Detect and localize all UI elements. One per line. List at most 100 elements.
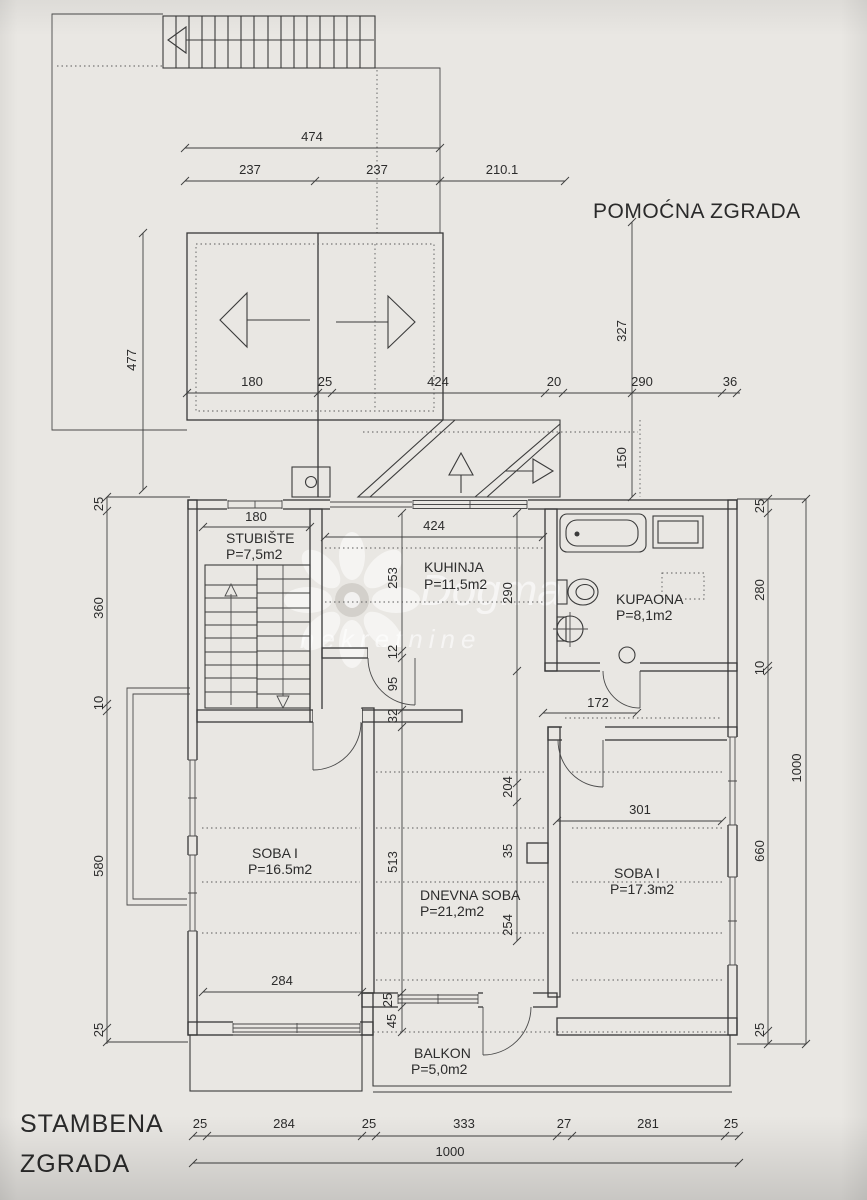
bathroom-fixtures <box>553 513 705 664</box>
dim-site-total: 474 <box>301 129 323 144</box>
dim-stairs-width: 180 <box>245 509 267 524</box>
dim-kb: 12 <box>385 645 400 659</box>
room-kuhinja-area: P=11,5m2 <box>424 576 487 592</box>
dim-kg: 45 <box>384 1014 399 1028</box>
exterior-stairs <box>162 15 376 69</box>
window <box>397 992 479 1008</box>
dimension-ticks <box>102 143 811 1168</box>
window <box>227 499 283 510</box>
window <box>187 759 198 837</box>
watermark-flower-icon <box>284 532 420 668</box>
dim-kc: 95 <box>385 677 400 691</box>
dim-b7: 25 <box>724 1116 738 1131</box>
bathtub <box>559 513 647 553</box>
dim-right-c2: 280 <box>752 579 767 601</box>
dim-kd: 32 <box>385 709 400 723</box>
dim-ke: 513 <box>385 851 400 873</box>
dim-hc: 35 <box>500 844 515 858</box>
room-kuhinja-name: KUHINJA <box>424 559 485 575</box>
dim-yard-height: 327 <box>614 320 629 342</box>
residential-building-title-line1: STAMBENA <box>20 1110 164 1138</box>
entry-door <box>330 499 412 510</box>
dim-left-c1: 25 <box>91 497 106 511</box>
window <box>187 854 198 932</box>
window <box>232 1021 361 1036</box>
room-stubiste-name: STUBIŠTE <box>226 530 294 546</box>
dim-right-c3: 10 <box>752 661 767 675</box>
dim-left-c2: 360 <box>91 597 106 619</box>
room-kupaona-area: P=8,1m2 <box>616 607 673 623</box>
ramp-up-arrow-icon <box>448 451 474 493</box>
room-kupaona-name: KUPAONA <box>616 591 684 607</box>
garage <box>186 232 444 497</box>
dim-top-s1: 20 <box>547 374 561 389</box>
dim-top-s2: 290 <box>631 374 653 389</box>
dimension-lines <box>102 143 811 1168</box>
dim-bottom-total: 1000 <box>436 1144 465 1159</box>
dim-kitchen-width: 424 <box>423 518 445 533</box>
dim-right-c1: 25 <box>752 499 767 513</box>
dim-garage-w1: 180 <box>241 374 263 389</box>
auxiliary-building-title: POMOĆNA ZGRADA <box>593 200 801 223</box>
room-soba-left-name: SOBA I <box>252 845 298 861</box>
dim-left-c4: 580 <box>91 855 106 877</box>
dim-right-c5: 25 <box>752 1023 767 1037</box>
room-labels: STUBIŠTE P=7,5m2 KUHINJA P=11,5m2 KUPAON… <box>226 530 684 1077</box>
dim-b3: 25 <box>362 1116 376 1131</box>
dim-soba-r-w: 301 <box>629 802 651 817</box>
dim-soba-l-w: 284 <box>271 973 293 988</box>
watermark-text-1: Dogma <box>420 566 562 615</box>
dimension-labels: 474 237 237 210.1 477 327 150 180 25 424… <box>91 129 804 1159</box>
watermark: Dogma nekretnine <box>284 532 562 668</box>
bay-window <box>126 687 190 906</box>
dim-site-w1: 237 <box>239 162 261 177</box>
dim-hd: 254 <box>500 914 515 936</box>
dim-b1: 25 <box>193 1116 207 1131</box>
dim-site-height: 477 <box>124 349 139 371</box>
dim-left-c5: 25 <box>91 1023 106 1037</box>
dim-b4: 333 <box>453 1116 475 1131</box>
interior-staircase <box>204 564 311 710</box>
dim-ramp-len: 150 <box>614 447 629 469</box>
stair-down-arrow-icon <box>276 695 290 710</box>
dim-kf: 25 <box>380 993 395 1007</box>
dim-top-s3: 36 <box>723 374 737 389</box>
site-boundary <box>51 13 441 431</box>
room-dnevna-name: DNEVNA SOBA <box>420 887 521 903</box>
toilet <box>556 578 599 606</box>
room-soba-right-area: P=17.3m2 <box>610 881 674 897</box>
ramp-right-arrow-icon <box>505 458 555 484</box>
garage-right-arrow-icon <box>336 294 416 350</box>
room-stubiste-area: P=7,5m2 <box>226 546 283 562</box>
stair-up-arrow-icon <box>224 582 238 597</box>
stairs-direction-arrow-icon <box>167 25 187 55</box>
lower-terrace <box>189 1034 363 1092</box>
dim-b5: 27 <box>557 1116 571 1131</box>
door-swing <box>312 657 641 1056</box>
residential-building-title-line2: ZGRADA <box>20 1150 130 1178</box>
balcony <box>372 1007 732 1093</box>
dim-b2: 284 <box>273 1116 295 1131</box>
dim-hall-w: 172 <box>587 695 609 710</box>
window <box>727 876 738 966</box>
dim-b6: 281 <box>637 1116 659 1131</box>
dim-ha: 290 <box>500 582 515 604</box>
dim-left-c3: 10 <box>91 696 106 710</box>
washing-machine-outline <box>661 572 705 600</box>
dim-garage-gap: 25 <box>318 374 332 389</box>
window <box>727 736 738 826</box>
floor-drain <box>618 646 636 664</box>
entry-ramp <box>291 419 641 498</box>
dim-ka: 253 <box>385 567 400 589</box>
dim-hb: 204 <box>500 776 515 798</box>
room-balkon-name: BALKON <box>414 1045 471 1061</box>
sink <box>553 612 588 647</box>
windows-and-doors <box>126 499 738 1056</box>
dim-site-w2: 237 <box>366 162 388 177</box>
entry-porch-post <box>291 466 331 498</box>
dim-right-total: 1000 <box>789 754 804 783</box>
room-dnevna-area: P=21,2m2 <box>420 903 484 919</box>
shower <box>652 515 704 549</box>
